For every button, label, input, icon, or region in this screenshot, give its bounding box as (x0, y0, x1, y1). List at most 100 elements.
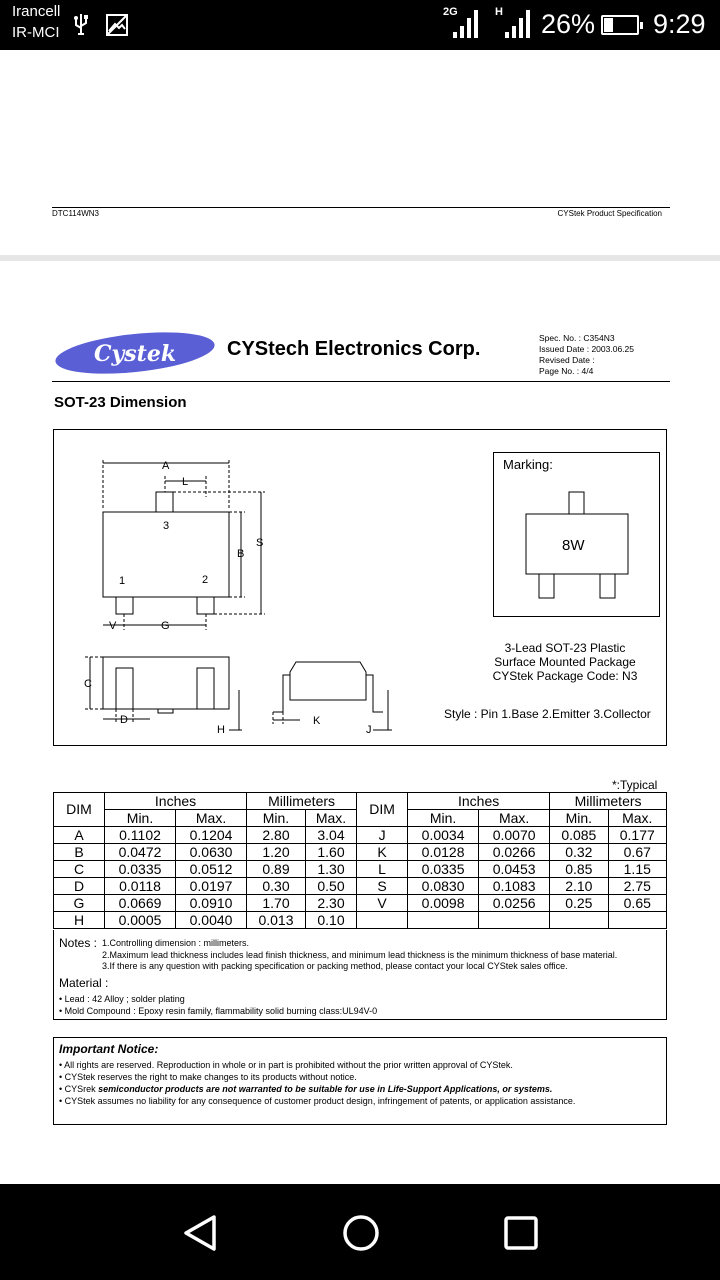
max-header: Max. (478, 809, 551, 827)
dim-label-d: D (120, 714, 128, 726)
table-cell: 0.0118 (103, 877, 177, 895)
max-header: Max. (175, 809, 248, 827)
signal-icon-2 (505, 8, 533, 38)
marking-code: 8W (562, 537, 585, 554)
pin3-label: 3 (163, 520, 169, 532)
table-cell: 0.32 (549, 843, 609, 861)
dim-label-h: H (217, 724, 225, 736)
max-header: Max. (304, 809, 358, 827)
spec-number: Spec. No. : C354N3 (539, 333, 615, 343)
sot23-drawing: A L B S V G C D H K J 3 1 2 8W (84, 460, 629, 736)
dim-label-s: S (256, 537, 263, 549)
mm-header-2: Millimeters (549, 792, 667, 810)
table-cell: 3.04 (304, 826, 358, 844)
marking-label: Marking: (503, 457, 553, 472)
table-cell: 0.50 (304, 877, 358, 895)
package-line-2: Surface Mounted Package (494, 655, 636, 669)
table-cell: 2.75 (607, 877, 668, 895)
pin2-lead (196, 596, 215, 615)
table-cell (407, 911, 480, 929)
table-cell: 0.0830 (407, 877, 480, 895)
header-divider (52, 381, 670, 382)
marking-box (493, 452, 660, 617)
carrier-network: IR-MCI (12, 24, 60, 41)
table-cell: S (356, 877, 409, 895)
table-cell: 0.10 (304, 911, 358, 929)
table-cell: 1.60 (304, 843, 358, 861)
dim-label-g: G (161, 620, 170, 632)
usb-icon (74, 14, 88, 35)
table-cell: 2.80 (246, 826, 306, 844)
clock: 9:29 (653, 9, 706, 39)
notice-line-4: • CYStek assumes no liability for any co… (59, 1096, 576, 1106)
table-cell: 0.085 (549, 826, 609, 844)
table-cell: 0.0512 (175, 860, 248, 878)
page-number: Page No. : 4/4 (539, 366, 594, 376)
note-1: 1.Controlling dimension : millimeters. (102, 938, 250, 948)
footer-part-number: DTC114WN3 (52, 209, 99, 218)
signal-icon (453, 8, 481, 38)
table-cell: 1.20 (246, 843, 306, 861)
dim-label-a: A (162, 460, 170, 472)
image-icon (106, 14, 128, 36)
package-line-1: 3-Lead SOT-23 Plastic (504, 641, 626, 655)
table-cell: 1.15 (607, 860, 668, 878)
issued-date: Issued Date : 2003.06.25 (539, 344, 634, 354)
recents-icon[interactable] (496, 1208, 546, 1258)
table-cell: 0.25 (549, 894, 609, 912)
min-header: Min. (103, 809, 177, 827)
page-separator (0, 255, 720, 261)
logo-text: Cystek (94, 341, 176, 367)
table-cell (549, 911, 609, 929)
table-cell: 0.0070 (478, 826, 551, 844)
table-cell: 0.89 (246, 860, 306, 878)
table-cell: 0.0910 (175, 894, 248, 912)
notice-title: Important Notice: (59, 1042, 159, 1056)
cystek-logo: Cystek (55, 332, 215, 374)
material-mold: • Mold Compound : Epoxy resin family, fl… (59, 1006, 378, 1016)
table-cell: H (53, 911, 105, 929)
back-icon[interactable] (176, 1208, 226, 1258)
min-header: Min. (246, 809, 306, 827)
table-cell: 0.0040 (175, 911, 248, 929)
table-cell: 1.30 (304, 860, 358, 878)
section-title: SOT-23 Dimension (54, 394, 187, 411)
company-name: CYStech Electronics Corp. (227, 338, 481, 360)
network-type-2g: 2G (443, 6, 458, 18)
table-cell: 0.67 (607, 843, 668, 861)
table-cell: 0.0197 (175, 877, 248, 895)
spec-info: Spec. No. : C354N3 Issued Date : 2003.06… (539, 333, 634, 377)
footer-divider (52, 207, 670, 208)
navigation-bar (0, 1184, 720, 1280)
home-icon[interactable] (336, 1208, 386, 1258)
material-lead: • Lead : 42 Alloy ; solder plating (59, 994, 185, 1004)
dimension-table: DIM Inches Millimeters DIM Inches Millim… (53, 792, 668, 929)
table-cell: 0.30 (246, 877, 306, 895)
important-notice-box: Important Notice: • All rights are reser… (53, 1037, 667, 1125)
table-cell: L (356, 860, 409, 878)
package-body-side-view (102, 656, 230, 710)
table-cell: 0.0335 (407, 860, 480, 878)
note-3: 3.If there is any question with packing … (102, 961, 568, 971)
table-cell (478, 911, 551, 929)
table-cell: A (53, 826, 105, 844)
table-cell (607, 911, 668, 929)
table-cell: G (53, 894, 105, 912)
table-cell: 0.0472 (103, 843, 177, 861)
inches-header: Inches (103, 792, 248, 810)
previous-page (0, 50, 720, 255)
min-header: Min. (407, 809, 480, 827)
dim-label-k: K (313, 715, 321, 727)
table-cell: 0.0453 (478, 860, 551, 878)
notes-box: Notes : 1.Controlling dimension : millim… (53, 930, 667, 1020)
max-header: Max. (607, 809, 668, 827)
table-cell: 0.1102 (103, 826, 177, 844)
notice-line-3-emphasis: semiconductor products are not warranted… (98, 1084, 553, 1094)
dim-header-2: DIM (356, 792, 409, 827)
dim-label-b: B (237, 548, 244, 560)
table-cell: D (53, 877, 105, 895)
